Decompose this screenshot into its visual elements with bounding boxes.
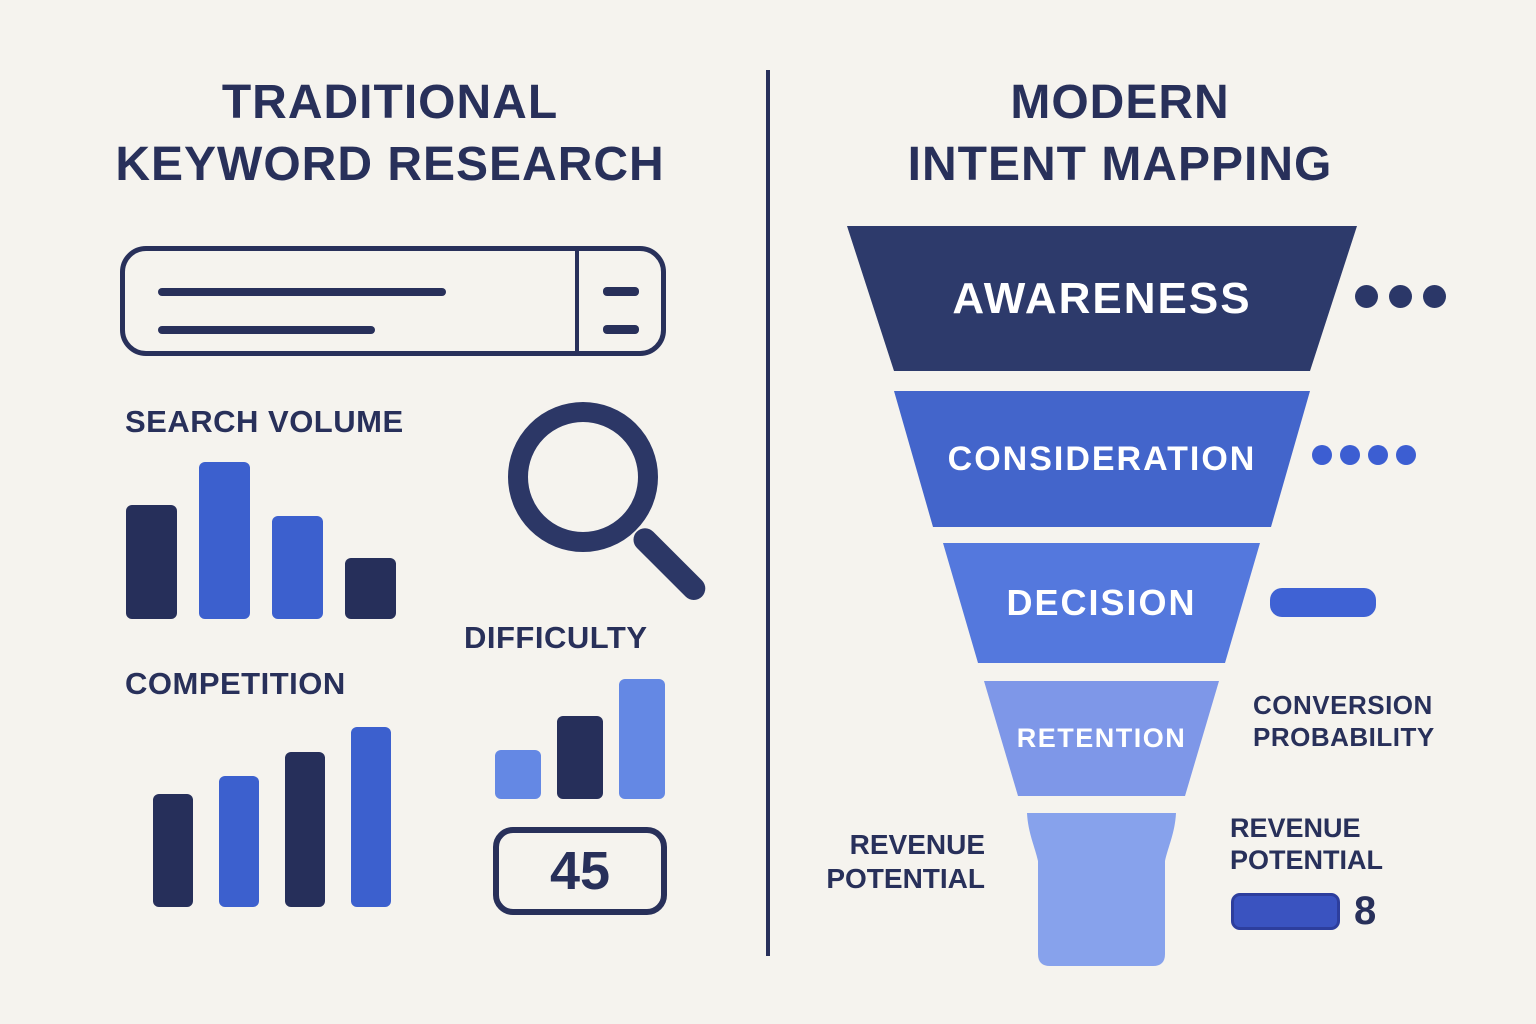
bar [345, 558, 396, 619]
search-volume-chart [126, 462, 396, 619]
funnel-stage-retention: RETENTION [984, 681, 1219, 796]
bar [219, 776, 259, 907]
funnel-stage-retention-label: RETENTION [1016, 723, 1187, 753]
search-icon-handle [628, 523, 711, 605]
decision-bar-indicator [1270, 588, 1376, 617]
dot-icon [1423, 285, 1446, 308]
bar [495, 750, 541, 799]
search-volume-label: SEARCH VOLUME [125, 404, 404, 439]
funnel-stage-awareness-label: AWARENESS [952, 273, 1252, 323]
dot-icon [1389, 285, 1412, 308]
dot-icon [1368, 445, 1388, 465]
menu-dash-icon [603, 325, 639, 334]
dot-icon [1396, 445, 1416, 465]
funnel-stage-awareness: AWARENESS [847, 226, 1357, 371]
awareness-dots-indicator [1355, 285, 1446, 308]
difficulty-score-value: 45 [549, 841, 611, 901]
funnel-stage-decision-label: DECISION [1006, 582, 1197, 623]
dot-icon [1340, 445, 1360, 465]
bar [126, 505, 177, 619]
right-panel-title: MODERN INTENT MAPPING [907, 76, 1333, 192]
difficulty-score-box: 45 [493, 827, 667, 915]
consideration-dots-indicator [1312, 445, 1416, 465]
competition-label: COMPETITION [125, 666, 346, 701]
bar [199, 462, 250, 619]
funnel-stage-consideration-label: CONSIDERATION [947, 439, 1257, 478]
search-text-line-icon [158, 326, 375, 334]
panel-divider [766, 70, 770, 956]
search-bar-illustration [120, 246, 666, 356]
revenue-potential-label-right: REVENUE POTENTIAL [1230, 813, 1383, 876]
bar [272, 516, 323, 619]
funnel-stage-decision: DECISION [943, 543, 1260, 663]
funnel-stage-consideration: CONSIDERATION [894, 391, 1310, 527]
search-text-line-icon [158, 288, 446, 296]
revenue-potential-value: 8 [1354, 889, 1377, 933]
conversion-probability-label: CONVERSION PROBABILITY [1253, 690, 1435, 752]
menu-dash-icon [603, 287, 639, 296]
dot-icon [1355, 285, 1378, 308]
revenue-potential-label-left: REVENUE POTENTIAL [826, 829, 985, 894]
dot-icon [1312, 445, 1332, 465]
search-bar-divider [575, 251, 579, 351]
bar [351, 727, 391, 907]
funnel-stem [1027, 813, 1176, 966]
left-panel-title: TRADITIONAL KEYWORD RESEARCH [115, 76, 665, 192]
bar [619, 679, 665, 799]
difficulty-chart [495, 679, 665, 799]
bar [153, 794, 193, 907]
bar [285, 752, 325, 907]
revenue-potential-bar [1231, 893, 1340, 930]
search-icon [508, 402, 658, 552]
difficulty-label: DIFFICULTY [464, 620, 648, 655]
bar [557, 716, 603, 799]
competition-chart [153, 727, 391, 907]
